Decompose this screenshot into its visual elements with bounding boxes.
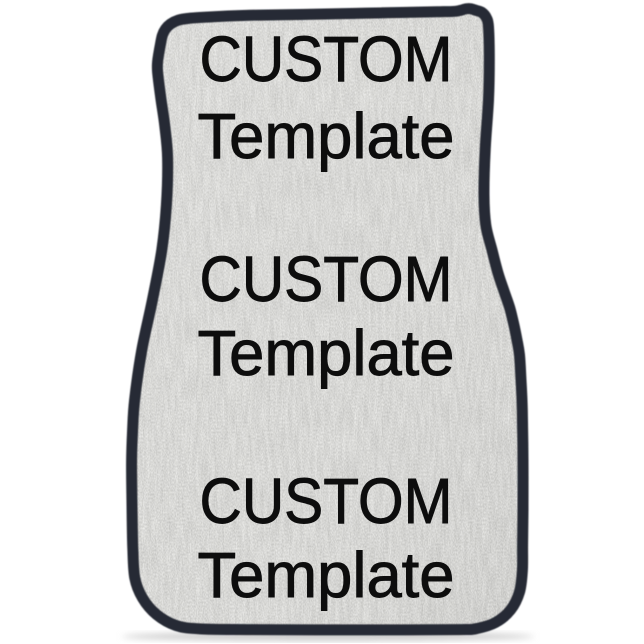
svg-text:CUSTOM: CUSTOM xyxy=(200,243,453,315)
svg-text:CUSTOM: CUSTOM xyxy=(200,465,453,537)
svg-text:CUSTOM: CUSTOM xyxy=(200,23,453,95)
svg-text:Template: Template xyxy=(198,317,455,389)
svg-text:Template: Template xyxy=(198,539,455,611)
svg-text:Template: Template xyxy=(198,100,455,172)
